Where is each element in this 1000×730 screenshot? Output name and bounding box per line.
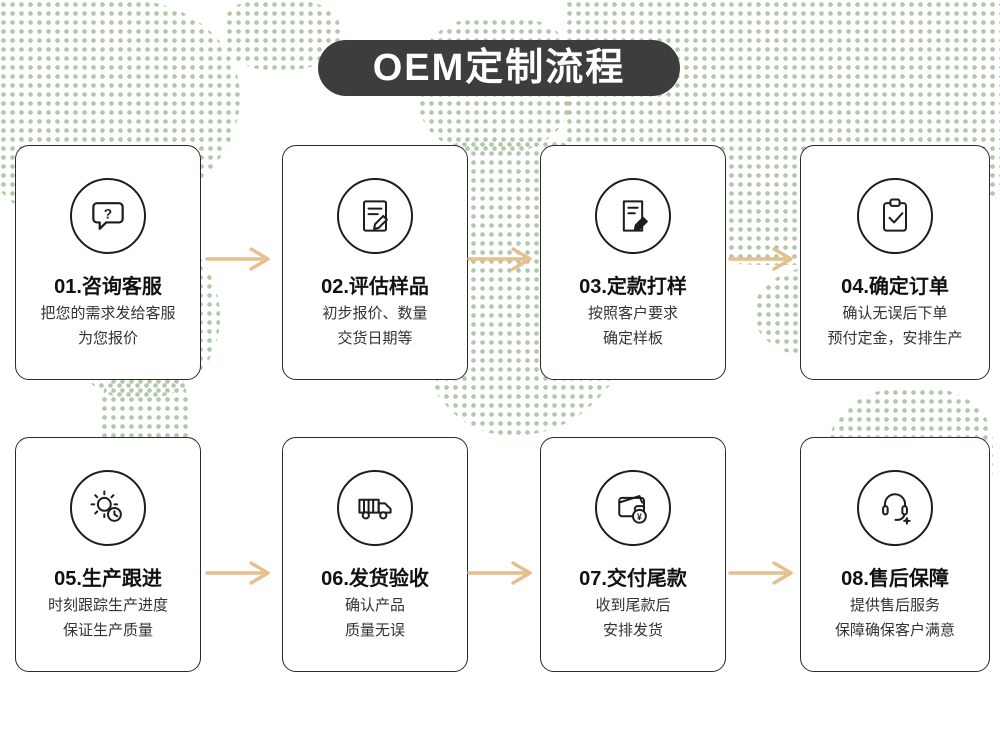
flow-arrow-icon (728, 247, 793, 271)
step-title: 08.售后保障 (841, 568, 949, 590)
clipboard-check-icon (857, 178, 933, 254)
flow-arrow-icon (467, 561, 532, 585)
step-title: 04.确定订单 (841, 276, 949, 298)
document-edit-icon (337, 178, 413, 254)
step-desc-line: 确认无误后下单 (842, 305, 948, 322)
step-title: 06.发货验收 (321, 568, 429, 590)
flow-arrow-icon (205, 247, 270, 271)
flow-arrow-icon (205, 561, 270, 585)
step-desc-line: 保障确保客户满意 (834, 621, 955, 639)
step-card-4: 04.确定订单 确认无误后下单 预付定金，安排生产 (800, 145, 990, 380)
step-title: 07.交付尾款 (579, 568, 687, 590)
step-desc-line: 预付定金，安排生产 (827, 329, 963, 347)
wallet-yen-icon: ¥ (595, 470, 671, 546)
step-desc-line: 提供售后服务 (849, 597, 940, 614)
step-card-1: ? 01.咨询客服 把您的需求发给客服 为您报价 (15, 145, 201, 380)
chat-question-icon: ? (70, 178, 146, 254)
step-desc-line: 质量无误 (344, 621, 405, 639)
document-pen-icon (595, 178, 671, 254)
step-desc-line: 为您报价 (77, 329, 138, 347)
step-desc-line: 确认产品 (344, 597, 405, 614)
step-title: 05.生产跟进 (54, 568, 162, 590)
truck-icon (337, 470, 413, 546)
step-title: 01.咨询客服 (54, 276, 162, 298)
step-desc-line: 安排发货 (602, 621, 663, 639)
step-card-7: ¥ 07.交付尾款 收到尾款后 安排发货 (540, 437, 726, 672)
step-desc-line: 保证生产质量 (62, 621, 153, 639)
flow-arrow-icon (467, 247, 532, 271)
step-desc-line: 交货日期等 (337, 329, 413, 347)
page-title: OEM定制流程 (372, 47, 626, 89)
step-desc-line: 收到尾款后 (595, 597, 671, 614)
svg-text:?: ? (104, 206, 112, 221)
step-desc-line: 把您的需求发给客服 (40, 305, 176, 322)
step-title: 03.定款打样 (579, 276, 687, 298)
title-banner: OEM定制流程 (318, 40, 680, 96)
step-card-6: 06.发货验收 确认产品 质量无误 (282, 437, 468, 672)
step-card-2: 02.评估样品 初步报价、数量 交货日期等 (282, 145, 468, 380)
step-card-5: 05.生产跟进 时刻跟踪生产进度 保证生产质量 (15, 437, 201, 672)
step-card-8: 08.售后保障 提供售后服务 保障确保客户满意 (800, 437, 990, 672)
step-desc-line: 确定样板 (602, 329, 663, 347)
step-desc-line: 时刻跟踪生产进度 (47, 597, 168, 614)
svg-text:¥: ¥ (637, 512, 643, 522)
headset-support-icon (857, 470, 933, 546)
step-desc-line: 按照客户要求 (587, 305, 678, 322)
step-desc-line: 初步报价、数量 (322, 305, 428, 322)
step-card-3: 03.定款打样 按照客户要求 确定样板 (540, 145, 726, 380)
gear-clock-icon (70, 470, 146, 546)
flow-arrow-icon (728, 561, 793, 585)
step-title: 02.评估样品 (321, 276, 429, 298)
